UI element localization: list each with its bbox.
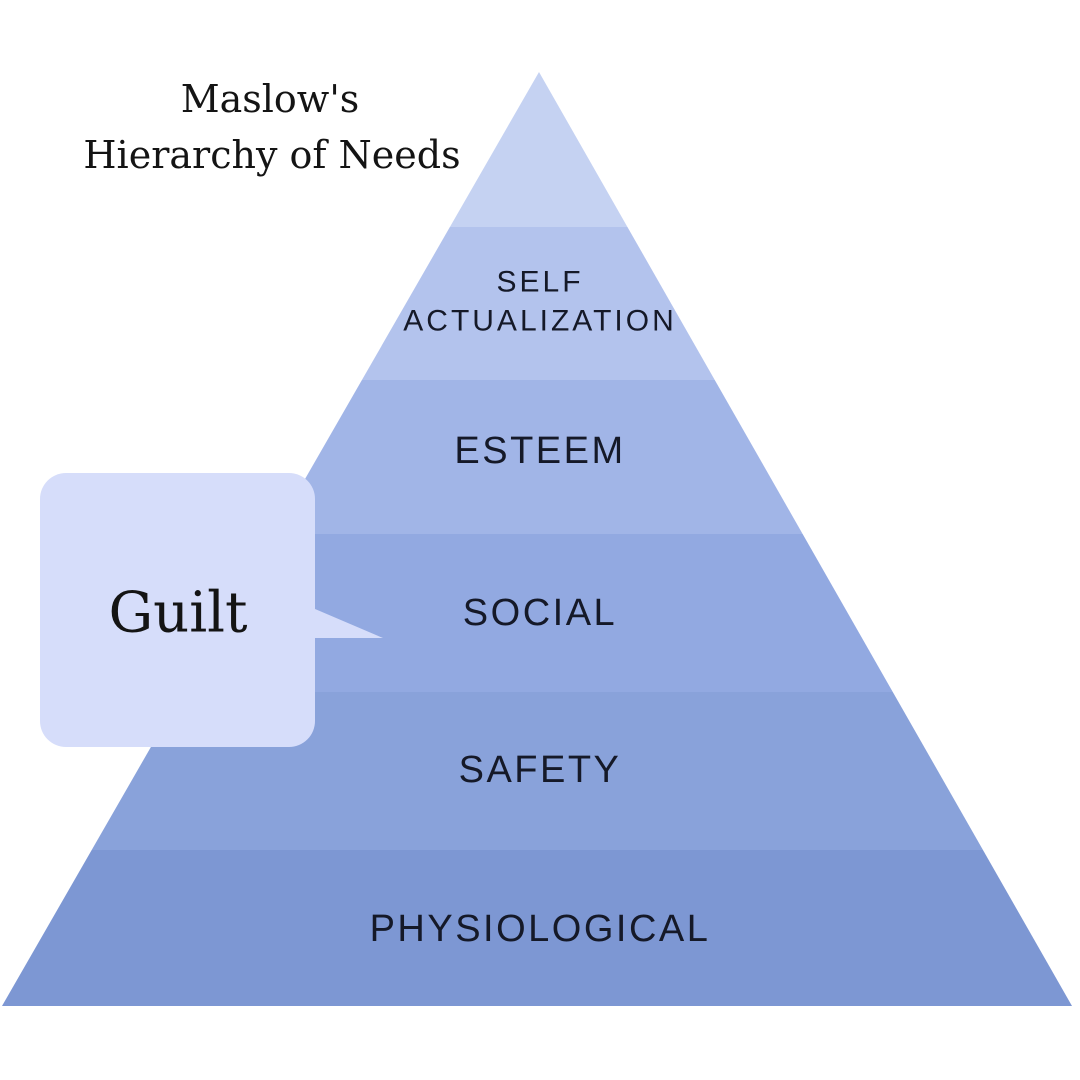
pyramid-level-self-actualization	[2, 227, 1072, 380]
speech-bubble-body	[40, 473, 315, 747]
diagram-title: Maslow's Hierarchy of Needs	[83, 77, 460, 177]
label-safety: SAFETY	[459, 749, 622, 791]
label-self-actualization-line2: ACTUALIZATION	[403, 305, 676, 338]
title-line2: Hierarchy of Needs	[83, 133, 460, 177]
pyramid-level-physiological	[2, 850, 1072, 1006]
speech-bubble-label: Guilt	[108, 581, 248, 646]
label-social: SOCIAL	[463, 592, 617, 634]
speech-bubble-tail	[308, 606, 383, 638]
title-line1: Maslow's	[181, 77, 360, 121]
label-self-actualization-line1: SELF	[496, 266, 583, 299]
label-esteem: ESTEEM	[454, 430, 625, 472]
speech-bubble: Guilt	[40, 473, 383, 747]
label-physiological: PHYSIOLOGICAL	[370, 908, 711, 950]
